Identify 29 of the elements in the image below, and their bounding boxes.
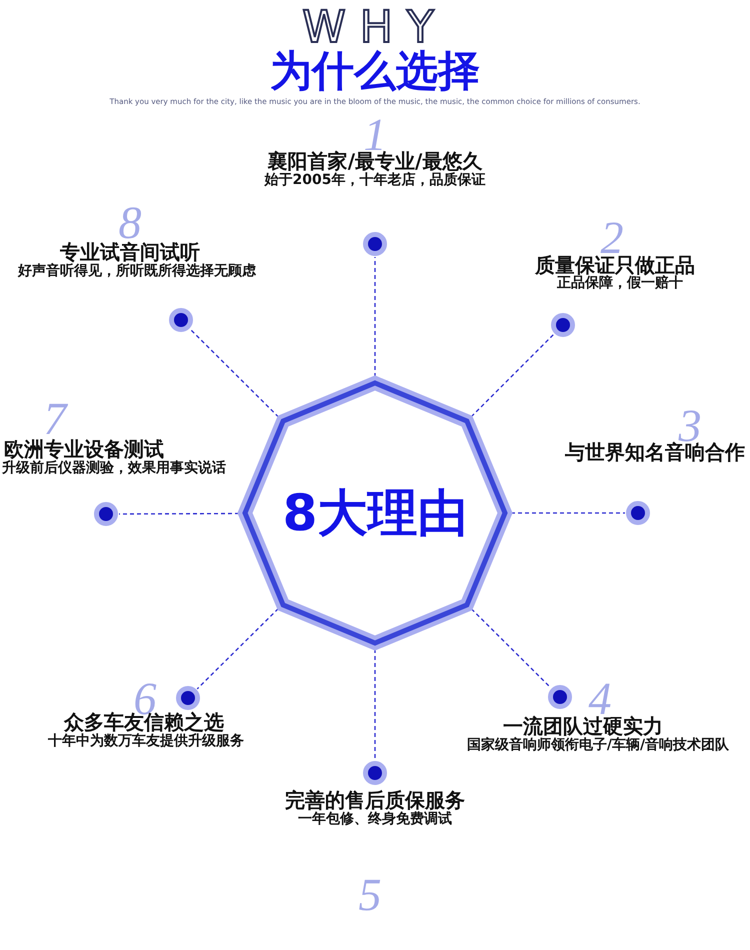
reason-detail: 正品保障，假一赔十 <box>557 276 683 292</box>
reason-detail: 十年中为数万车友提供升级服务 <box>48 734 244 750</box>
reason-heading: 完善的售后质保服务 <box>285 789 465 811</box>
dashed-line <box>374 257 376 377</box>
dot-marker <box>176 686 200 710</box>
dot-marker <box>551 313 575 337</box>
reason-detail: 好声音听得见，所听既所得选择无顾虑 <box>18 264 256 280</box>
dashed-line <box>511 512 625 514</box>
outline-heading: WHY <box>302 6 448 50</box>
dashed-line <box>470 608 552 688</box>
reason-heading: 欧洲专业设备测试 <box>4 438 164 460</box>
dashed-line <box>196 608 279 690</box>
dot-marker <box>94 502 118 526</box>
center-heading: 8大理由 <box>282 488 468 538</box>
dashed-line <box>374 649 376 760</box>
reason-detail: 升级前后仪器测验，效果用事实说话 <box>2 461 226 476</box>
page-title: 为什么选择 <box>270 50 480 92</box>
dashed-line <box>190 328 280 418</box>
dot-marker <box>548 685 572 709</box>
dashed-line <box>119 512 239 515</box>
reason-number: 5 <box>358 872 382 918</box>
dot-marker <box>626 501 650 525</box>
reason-detail: 国家级音响师领衔电子/车辆/音响技术团队 <box>466 738 730 754</box>
dot-marker <box>363 761 387 785</box>
dot-marker <box>169 308 193 332</box>
reason-detail: 始于2005年，十年老店，品质保证 <box>264 173 486 188</box>
reason-detail: 一年包修、终身免费调试 <box>298 812 452 828</box>
dot-marker <box>363 232 387 256</box>
dashed-line <box>470 334 554 418</box>
